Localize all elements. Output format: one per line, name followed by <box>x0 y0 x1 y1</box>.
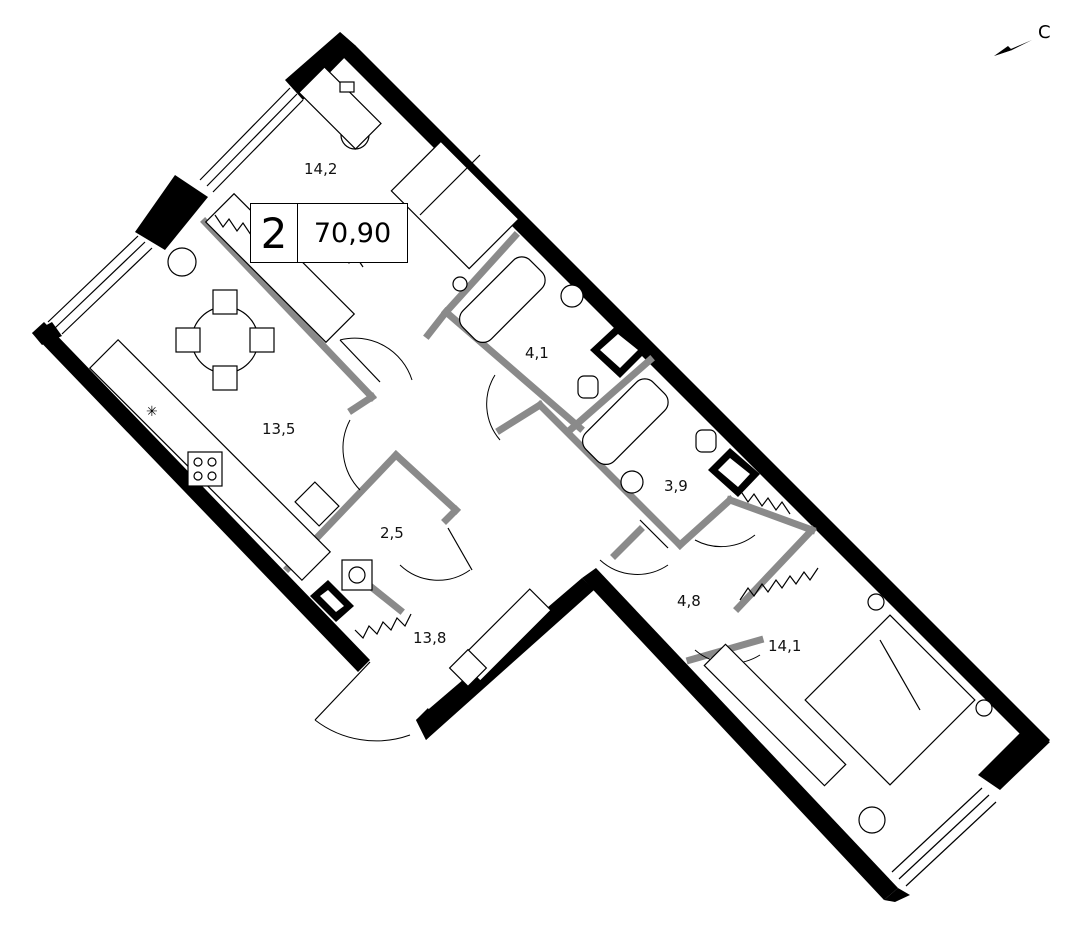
door-storage <box>399 564 471 581</box>
toilet-icon <box>577 375 599 399</box>
room-area-kitchen: 13,5 <box>262 420 295 438</box>
chair-icon <box>249 327 275 353</box>
window-bedroom <box>891 787 997 887</box>
chair-icon <box>212 289 238 315</box>
room-area-bath-1: 4,1 <box>525 344 549 362</box>
room-area-bath-2: 3,9 <box>664 477 688 495</box>
bed-icon <box>804 614 976 786</box>
desk-icon <box>298 66 382 150</box>
windows <box>47 87 997 887</box>
room-area-bedroom-top: 14,2 <box>304 160 337 178</box>
door-kitchen <box>342 419 361 491</box>
furniture-bath-1 <box>458 256 599 399</box>
exterior-walls <box>32 32 1050 902</box>
door-bath-2 <box>599 559 669 575</box>
bathtub-icon <box>458 256 546 344</box>
north-arrow-icon <box>994 40 1032 56</box>
wardrobe-bedroom-icon <box>703 643 847 787</box>
door-bedroom-top <box>339 337 413 381</box>
partitions <box>200 217 817 665</box>
chair-icon <box>212 365 238 391</box>
furniture-storage-hall <box>341 559 552 688</box>
total-area: 70,90 <box>313 217 392 249</box>
bed-icon <box>390 140 520 270</box>
lamp-icon <box>339 81 355 93</box>
star-icon: ✳ <box>146 404 158 420</box>
shafts <box>320 334 750 612</box>
furniture-kitchen: ✳ <box>88 247 340 582</box>
door-entry <box>314 719 411 742</box>
furniture-bath-2 <box>581 378 717 494</box>
socket-icon <box>975 699 993 717</box>
door-bath-1 <box>486 374 501 441</box>
compass: С <box>990 22 1060 62</box>
room-area-bedroom-bottom: 14,1 <box>768 637 801 655</box>
north-label: С <box>1038 22 1051 43</box>
dining-table-icon <box>191 306 259 374</box>
doors <box>314 337 761 742</box>
plant-icon <box>167 247 197 277</box>
toilet-icon <box>695 429 717 453</box>
room-count: 2 <box>251 204 298 262</box>
chair-icon <box>175 327 201 353</box>
room-area-storage: 2,5 <box>380 524 404 542</box>
armchair-icon <box>858 806 886 834</box>
room-labels: 14,2 13,5 4,1 3,9 2,5 4,8 13,8 14,1 <box>262 160 801 655</box>
window-top <box>199 87 304 193</box>
bathtub-icon <box>581 378 669 466</box>
furniture-bedroom-bottom <box>703 593 993 834</box>
washing-machine-icon <box>341 559 373 591</box>
furniture-bedroom-top <box>298 66 520 292</box>
wardrobe-hall-icon <box>354 613 412 640</box>
door-bedroom-bottom <box>694 534 756 548</box>
washbasin-icon <box>620 470 644 494</box>
washbasin-icon <box>560 284 584 308</box>
socket-icon <box>867 593 885 611</box>
sink-icon <box>294 481 340 527</box>
room-area-corridor: 4,8 <box>677 592 701 610</box>
apartment-badge: 2 70,90 <box>250 203 408 263</box>
hob-icon <box>187 451 223 487</box>
room-area-hall: 13,8 <box>413 629 446 647</box>
window-kitchen <box>47 235 153 335</box>
wardrobe-corridor <box>739 489 819 601</box>
socket-icon <box>452 276 468 292</box>
